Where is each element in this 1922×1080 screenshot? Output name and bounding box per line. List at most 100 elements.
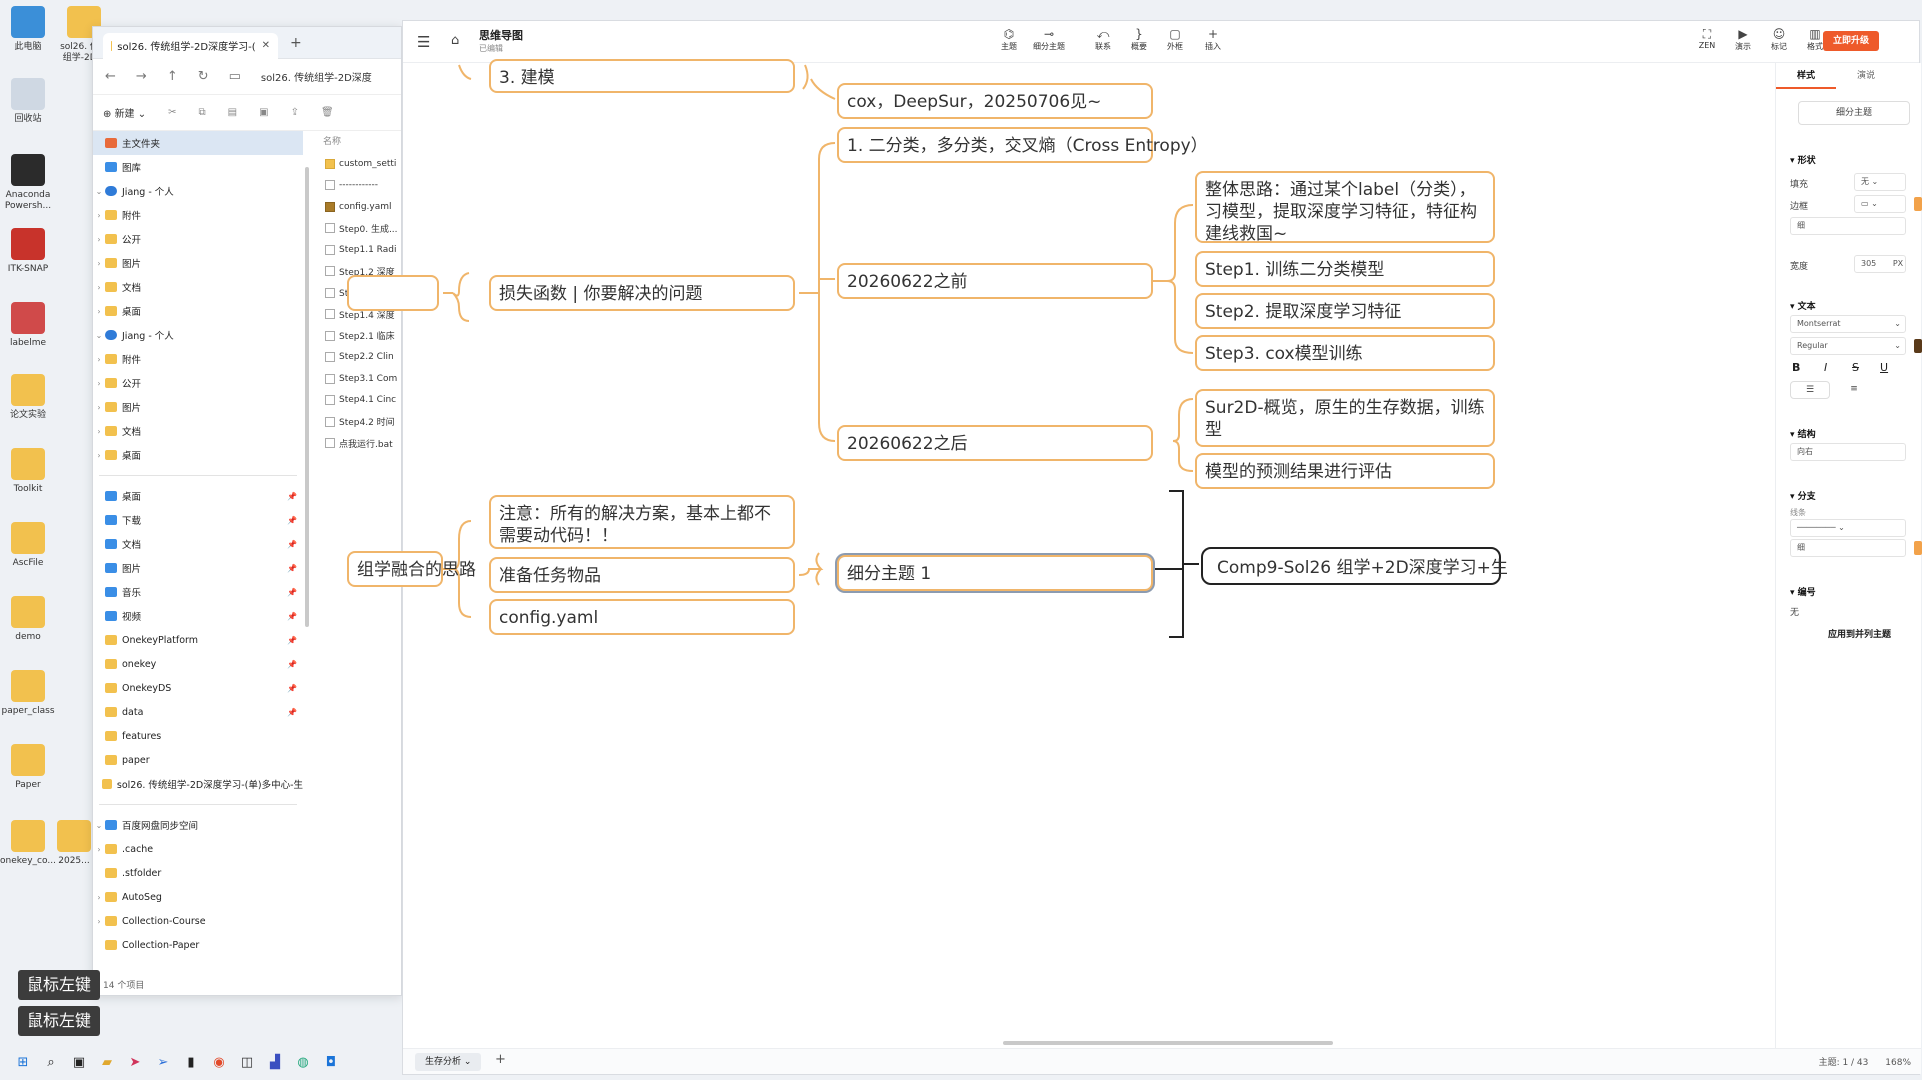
file-row[interactable]: Step1.2 深度	[315, 261, 403, 283]
tree-item[interactable]: ›公开	[93, 227, 303, 251]
chevron-icon[interactable]: ›	[97, 378, 101, 388]
branch-section[interactable]: ▾ 分支	[1790, 492, 1816, 502]
chevron-icon[interactable]: ⌄	[95, 820, 103, 830]
canvas-horizontal-scrollbar[interactable]	[1003, 1041, 1333, 1045]
file-row[interactable]: ------------	[315, 175, 403, 197]
border-weight-select[interactable]: 细	[1790, 217, 1906, 235]
node-after-20260622[interactable]: 20260622之后	[837, 425, 1153, 461]
desktop-icon[interactable]: paper_class	[0, 670, 56, 717]
node-evaluate[interactable]: 模型的预测结果进行评估	[1195, 453, 1495, 489]
line-style-select[interactable]: ──────── ⌄	[1790, 519, 1906, 537]
node-sur2d[interactable]: Sur2D-概览，原生的生存数据，训练型	[1195, 389, 1495, 447]
search-icon[interactable]: ⌕	[47, 1055, 55, 1070]
underline-button[interactable]: U	[1880, 361, 1889, 374]
node-step1[interactable]: Step1. 训练二分类模型	[1195, 251, 1495, 287]
app-arrow-icon[interactable]: ➤	[129, 1055, 141, 1070]
apply-to-siblings-button[interactable]: 应用到并列主题	[1828, 630, 1892, 640]
node-config-yaml[interactable]: config.yaml	[489, 599, 795, 635]
chevron-icon[interactable]: ›	[97, 306, 101, 316]
tree-item[interactable]: ›图片	[93, 251, 303, 275]
delete-icon[interactable]: 🗑	[320, 107, 334, 118]
desktop-icon[interactable]: demo	[0, 596, 56, 643]
file-row[interactable]: custom_setti	[315, 153, 403, 175]
desktop-icon[interactable]: Anaconda Powersh...	[0, 154, 56, 212]
chevron-icon[interactable]: ›	[97, 426, 101, 436]
menu-icon[interactable]: ☰	[417, 33, 431, 51]
fill-select[interactable]: 无 ⌄	[1854, 173, 1906, 191]
tree-scrollbar[interactable]	[305, 167, 309, 627]
node-prepare-items[interactable]: 准备任务物品	[489, 557, 795, 593]
format-tool[interactable]: ▥格式	[1795, 27, 1835, 52]
text-color-swatch[interactable]	[1914, 339, 1922, 353]
node-step3[interactable]: Step3. cox模型训练	[1195, 335, 1495, 371]
chevron-icon[interactable]: ›	[97, 210, 101, 220]
share-icon[interactable]: ⇪	[290, 107, 299, 118]
tree-item[interactable]: Collection-Paper	[93, 933, 303, 957]
tree-item[interactable]: 图片📌	[93, 556, 303, 580]
file-row[interactable]: Step2.1 临床	[315, 325, 403, 347]
tree-item[interactable]: onekey📌	[93, 652, 303, 676]
node-parent-left[interactable]	[347, 275, 439, 311]
tree-item[interactable]: ›.cache	[93, 837, 303, 861]
tree-item[interactable]: ›附件	[93, 347, 303, 371]
chevron-icon[interactable]: ›	[97, 258, 101, 268]
insert-tool[interactable]: +插入	[1193, 27, 1233, 52]
chrome-icon[interactable]: ◉	[213, 1055, 225, 1070]
align-left-button[interactable]: ☰	[1790, 381, 1830, 399]
desktop-icon[interactable]: AscFile	[0, 522, 56, 569]
tree-item[interactable]: paper	[93, 748, 303, 772]
tree-item[interactable]: 图库	[93, 155, 303, 179]
tree-item[interactable]: ›桌面	[93, 443, 303, 467]
node-note[interactable]: 注意：所有的解决方案，基本上都不需要动代码！！	[489, 495, 795, 549]
file-row[interactable]: Step1.1 Radi	[315, 239, 403, 261]
tree-item[interactable]: ›附件	[93, 203, 303, 227]
node-cox[interactable]: cox，DeepSur，20250706见~	[837, 83, 1153, 119]
desktop-icon[interactable]: Paper	[0, 744, 56, 791]
upgrade-button[interactable]: 立即升级	[1823, 31, 1879, 51]
file-row[interactable]: 点我运行.bat	[315, 433, 403, 455]
file-row[interactable]: Step4.2 时间	[315, 411, 403, 433]
task-view-icon[interactable]: ▣	[72, 1055, 86, 1070]
tree-item[interactable]: OnekeyDS📌	[93, 676, 303, 700]
marker-tool[interactable]: ☺标记	[1759, 27, 1799, 52]
tree-item[interactable]: 视频📌	[93, 604, 303, 628]
tree-item[interactable]: 文档📌	[93, 532, 303, 556]
app-doc-icon[interactable]: ▟	[270, 1055, 280, 1070]
app-box-icon[interactable]: ◫	[240, 1055, 254, 1070]
node-root[interactable]: Comp9-Sol26 组学+2D深度学习+生	[1201, 547, 1508, 585]
boundary-tool[interactable]: ▢外框	[1155, 27, 1195, 52]
font-family-select[interactable]: Montserrat ⌄	[1790, 315, 1906, 333]
file-row[interactable]: Step2.2 Clin	[315, 347, 403, 369]
branch-color-swatch[interactable]	[1914, 541, 1922, 555]
align-center-button[interactable]: ≡	[1850, 384, 1858, 394]
tree-item[interactable]: ›文档	[93, 419, 303, 443]
tree-item[interactable]: OnekeyPlatform📌	[93, 628, 303, 652]
desktop-icon[interactable]: labelme	[0, 302, 56, 349]
copy-icon[interactable]: ⧉	[198, 107, 206, 118]
subtopic-style-button[interactable]: 细分主题	[1798, 101, 1910, 125]
tree-item[interactable]: ›公开	[93, 371, 303, 395]
tree-item[interactable]: ⌄百度网盘同步空间	[93, 813, 303, 837]
subtopic-tool[interactable]: ⊸细分主题	[1029, 27, 1069, 52]
node-step2[interactable]: Step2. 提取深度学习特征	[1195, 293, 1495, 329]
tree-item[interactable]: ›文档	[93, 275, 303, 299]
chevron-icon[interactable]: ›	[97, 450, 101, 460]
tree-item[interactable]: 主文件夹	[93, 131, 303, 155]
chevron-icon[interactable]: ⌄	[95, 186, 103, 196]
border-select[interactable]: ▭ ⌄	[1854, 195, 1906, 213]
branch-weight-select[interactable]: 细	[1790, 539, 1906, 557]
add-sheet-button[interactable]: +	[495, 1052, 506, 1067]
tree-item[interactable]: ›桌面	[93, 299, 303, 323]
file-row[interactable]: Step1.4 深度	[315, 304, 403, 326]
tree-item[interactable]: 音乐📌	[93, 580, 303, 604]
font-weight-select[interactable]: Regular ⌄	[1790, 337, 1906, 355]
tree-item[interactable]: .stfolder	[93, 861, 303, 885]
zen-tool[interactable]: ⛶ZEN	[1687, 27, 1727, 50]
cut-icon[interactable]: ✂	[168, 107, 177, 118]
wechat-icon[interactable]: ◍	[297, 1055, 309, 1070]
chevron-icon[interactable]: ›	[97, 402, 101, 412]
desktop-icon[interactable]: ITK-SNAP	[0, 228, 56, 275]
desktop-icon[interactable]: 论文实验	[0, 374, 56, 421]
explorer-tab[interactable]: sol26. 传统组学-2D深度学习-( ✕	[103, 32, 278, 59]
tree-item[interactable]: 桌面📌	[93, 484, 303, 508]
